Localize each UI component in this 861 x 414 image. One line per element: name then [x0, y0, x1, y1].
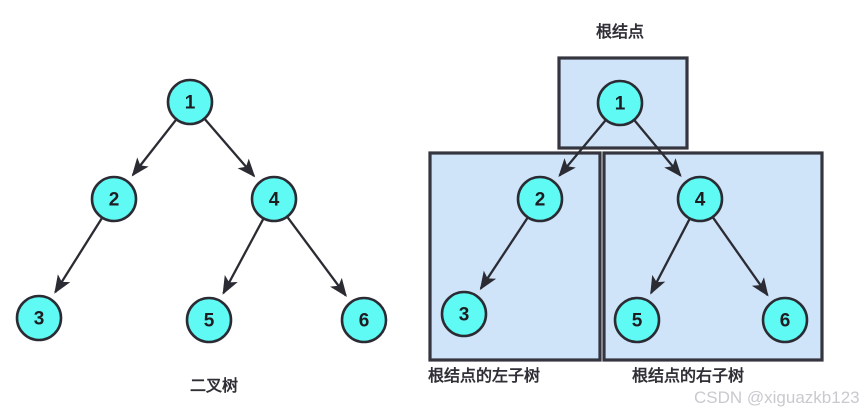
caption-right-subtree: 根结点的右子树 — [632, 366, 744, 385]
left-node-5: 5 — [185, 296, 233, 344]
left-node-label-4: 4 — [269, 190, 280, 211]
right-node-3: 3 — [440, 290, 488, 338]
left-edge-2-to-3 — [54, 217, 103, 294]
left-node-circle-2 — [90, 175, 138, 223]
left-node-circle-4 — [250, 175, 298, 223]
left-node-circle-6 — [340, 296, 388, 344]
left-node-6: 6 — [340, 296, 388, 344]
right-node-label-5: 5 — [632, 311, 643, 332]
left-node-3: 3 — [15, 294, 63, 342]
caption-root-node: 根结点 — [596, 22, 644, 41]
right-node-circle-1 — [596, 79, 644, 127]
right-edge-4-to-6 — [711, 216, 769, 297]
left-node-circle-1 — [166, 78, 214, 126]
right-node-5: 5 — [613, 296, 661, 344]
left-node-label-1: 1 — [185, 93, 196, 114]
right-node-circle-2 — [516, 175, 564, 223]
left-node-label-5: 5 — [204, 311, 215, 332]
right-edge-1-to-2 — [558, 119, 607, 177]
right-node-circle-6 — [761, 296, 809, 344]
right-node-2: 2 — [516, 175, 564, 223]
right-node-circle-4 — [676, 175, 724, 223]
left-tree-nodes: 1 2 3 4 5 6 — [15, 78, 388, 344]
right-node-1: 1 — [596, 79, 644, 127]
right-node-label-1: 1 — [615, 94, 626, 115]
left-node-label-6: 6 — [359, 311, 370, 332]
right-node-circle-5 — [613, 296, 661, 344]
left-node-1: 1 — [166, 78, 214, 126]
right-node-label-2: 2 — [535, 190, 546, 211]
left-edge-1-to-2 — [131, 119, 178, 177]
left-tree-edges — [54, 118, 347, 298]
caption-binary-tree: 二叉树 — [190, 376, 238, 395]
caption-left-subtree: 根结点的左子树 — [428, 366, 540, 385]
left-edge-4-to-6 — [286, 216, 347, 298]
left-edge-4-to-5 — [222, 218, 265, 295]
left-node-circle-5 — [185, 296, 233, 344]
right-node-label-4: 4 — [695, 190, 706, 211]
watermark-text: CSDN @xiguazkb123 — [694, 388, 860, 407]
left-node-2: 2 — [90, 175, 138, 223]
left-edge-1-to-4 — [203, 118, 256, 178]
right-node-circle-3 — [440, 290, 488, 338]
right-node-4: 4 — [676, 175, 724, 223]
right-node-6: 6 — [761, 296, 809, 344]
right-edge-2-to-3 — [479, 217, 529, 291]
right-edge-4-to-5 — [650, 218, 691, 295]
right-edge-1-to-4 — [633, 119, 682, 177]
left-node-4: 4 — [250, 175, 298, 223]
right-node-label-6: 6 — [780, 311, 791, 332]
left-node-label-3: 3 — [34, 309, 45, 330]
left-node-label-2: 2 — [109, 190, 120, 211]
right-tree-nodes: 1 2 3 4 5 6 — [440, 79, 809, 344]
left-node-circle-3 — [15, 294, 63, 342]
right-node-label-3: 3 — [459, 305, 470, 326]
right-tree-edges — [479, 119, 769, 297]
